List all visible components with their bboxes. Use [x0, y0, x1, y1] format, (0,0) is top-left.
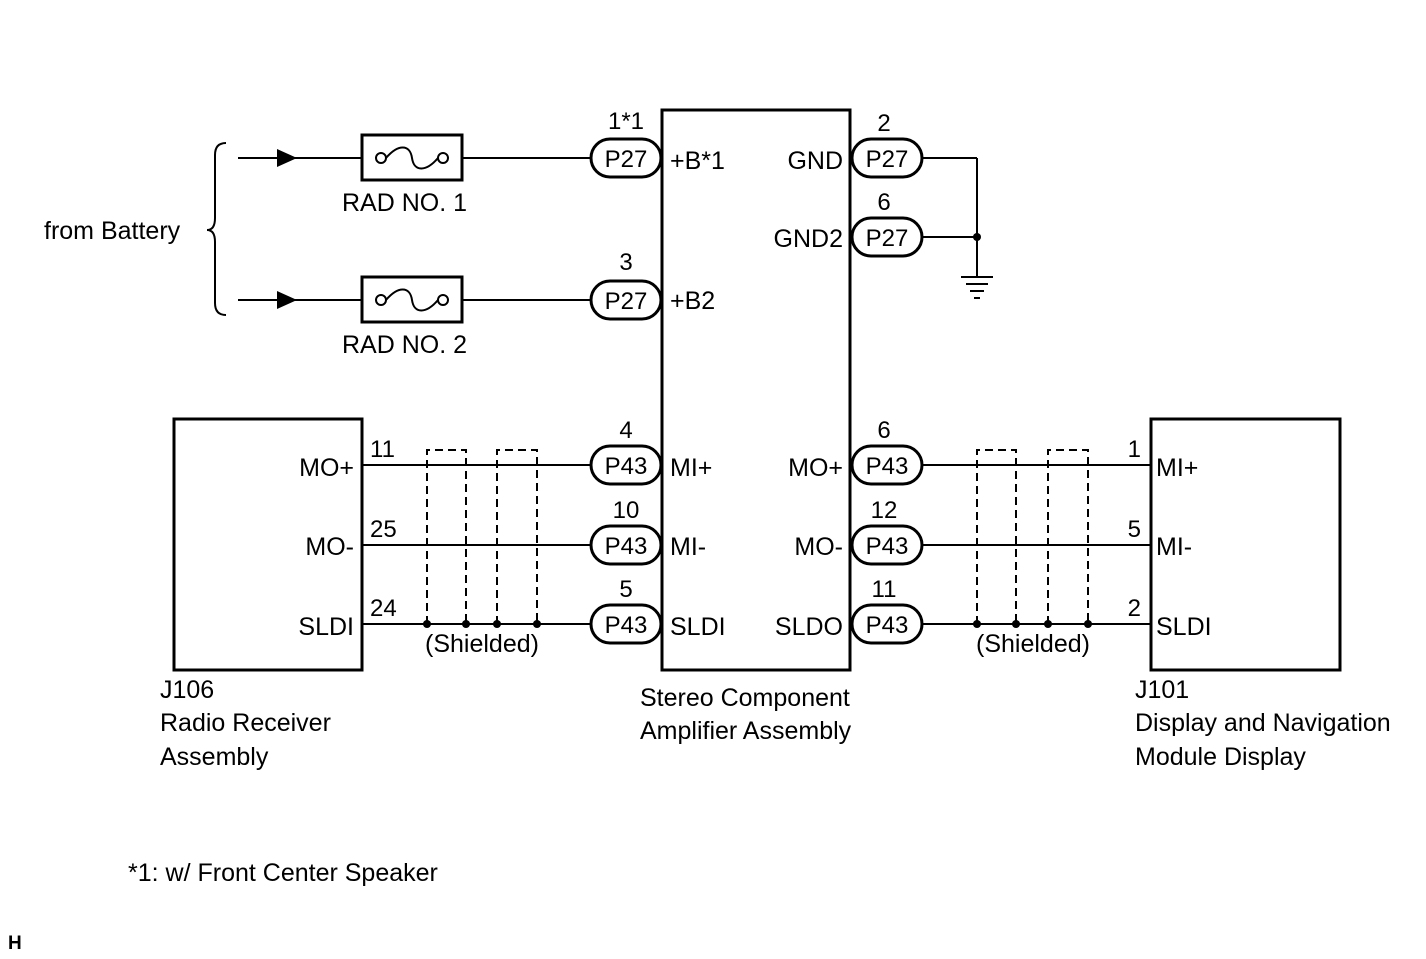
pin-b2: 3: [619, 249, 632, 276]
svg-text:P27: P27: [866, 146, 909, 173]
shield-left: [426, 449, 538, 624]
fuse-rad-no-1-label: RAD NO. 1: [342, 189, 467, 217]
pin-radio-mo-plus: 11: [370, 436, 395, 463]
fuse-rad-no-1: [360, 133, 464, 182]
svg-text:P43: P43: [605, 533, 648, 560]
connector-p27-gnd2: P27: [850, 216, 924, 258]
pin-sldi: 5: [619, 576, 632, 603]
pin-mo-minus: 12: [871, 497, 898, 524]
amp-terminal-mo-minus: MO-: [794, 533, 843, 561]
display-terminal-mi-plus: MI+: [1156, 454, 1198, 482]
pin-radio-sldi: 24: [370, 595, 397, 622]
connector-p43-sldi: P43: [589, 603, 663, 645]
svg-text:P27: P27: [866, 225, 909, 252]
pin-gnd2: 6: [877, 189, 890, 216]
pin-display-mi-plus: 1: [1128, 436, 1141, 463]
amp-terminal-b1: +B*1: [670, 147, 725, 175]
radio-terminal-sldi: SLDI: [298, 613, 354, 641]
arrow-icon: [277, 291, 297, 309]
svg-text:P43: P43: [866, 453, 909, 480]
shield-right-junctions: [973, 620, 1092, 628]
fuse-terminal-icon: [375, 152, 387, 164]
radio-terminal-mo-plus: MO+: [299, 454, 354, 482]
pin-radio-mo-minus: 25: [370, 516, 397, 543]
display-terminal-sldi: SLDI: [1156, 613, 1212, 641]
pin-b1: 1*1: [608, 108, 644, 135]
svg-text:P27: P27: [605, 146, 648, 173]
display-code: J101: [1135, 676, 1189, 704]
connector-p27-b2: P27: [589, 279, 663, 321]
display-name-line2: Module Display: [1135, 743, 1306, 771]
radio-code: J106: [160, 676, 214, 704]
pin-mi-plus: 4: [619, 417, 632, 444]
arrow-icon: [277, 149, 297, 167]
svg-text:P43: P43: [866, 533, 909, 560]
pin-display-mi-minus: 5: [1128, 516, 1141, 543]
radio-receiver-box: [172, 417, 364, 672]
corner-mark: H: [8, 933, 22, 954]
svg-text:P43: P43: [866, 612, 909, 639]
display-terminal-mi-minus: MI-: [1156, 533, 1192, 561]
connector-p27-gnd: P27: [850, 137, 924, 179]
amp-terminal-gnd2: GND2: [774, 225, 843, 253]
connector-p27-b1: P27: [589, 137, 663, 179]
shield-right: [976, 449, 1089, 624]
shield-right-label: (Shielded): [976, 630, 1090, 658]
display-box: [1149, 417, 1342, 672]
fuse-element-icon: [385, 146, 439, 170]
fuse-rad-no-2-label: RAD NO. 2: [342, 331, 467, 359]
amplifier-box: [660, 108, 852, 672]
svg-text:P27: P27: [605, 288, 648, 315]
pin-sldo: 11: [872, 576, 897, 603]
radio-terminal-mo-minus: MO-: [305, 533, 354, 561]
amp-terminal-sldo: SLDO: [775, 613, 843, 641]
amp-terminal-mi-minus: MI-: [670, 533, 706, 561]
amp-terminal-b2: +B2: [670, 287, 715, 315]
amp-terminal-mo-plus: MO+: [788, 454, 843, 482]
radio-name-line2: Assembly: [160, 743, 269, 771]
pin-gnd: 2: [877, 110, 890, 137]
fuse-terminal-icon: [375, 294, 387, 306]
connector-p43-mi-plus: P43: [589, 444, 663, 486]
connector-p43-mo-minus: P43: [850, 524, 924, 566]
display-name-line1: Display and Navigation: [1135, 709, 1391, 737]
footnote: *1: w/ Front Center Speaker: [128, 859, 438, 887]
battery-brace: [206, 142, 227, 316]
connector-p43-mo-plus: P43: [850, 444, 924, 486]
junction-dot: [973, 233, 981, 241]
connector-p43-sldo: P43: [850, 603, 924, 645]
fuse-terminal-icon: [437, 294, 449, 306]
connector-p43-mi-minus: P43: [589, 524, 663, 566]
battery-feed-1: [238, 149, 362, 167]
pin-mo-plus: 6: [877, 417, 890, 444]
amp-terminal-mi-plus: MI+: [670, 454, 712, 482]
from-battery-label: from Battery: [44, 217, 181, 245]
svg-text:P43: P43: [605, 453, 648, 480]
amp-terminal-gnd: GND: [787, 147, 843, 175]
fuse-rad-no-2: [360, 275, 464, 324]
amplifier-name-line1: Stereo Component: [640, 684, 850, 712]
amplifier-name-line2: Amplifier Assembly: [640, 717, 852, 745]
shield-left-junctions: [423, 620, 541, 628]
pin-mi-minus: 10: [613, 497, 640, 524]
battery-feed-2: [238, 291, 362, 309]
ground-wiring: [922, 157, 981, 276]
radio-name-line1: Radio Receiver: [160, 709, 331, 737]
pin-display-sldi: 2: [1128, 595, 1141, 622]
amp-terminal-sldi: SLDI: [670, 613, 726, 641]
fuse-terminal-icon: [437, 152, 449, 164]
fuse-element-icon: [385, 288, 439, 312]
svg-text:P43: P43: [605, 612, 648, 639]
ground-icon: [961, 276, 993, 299]
shield-left-label: (Shielded): [425, 630, 539, 658]
